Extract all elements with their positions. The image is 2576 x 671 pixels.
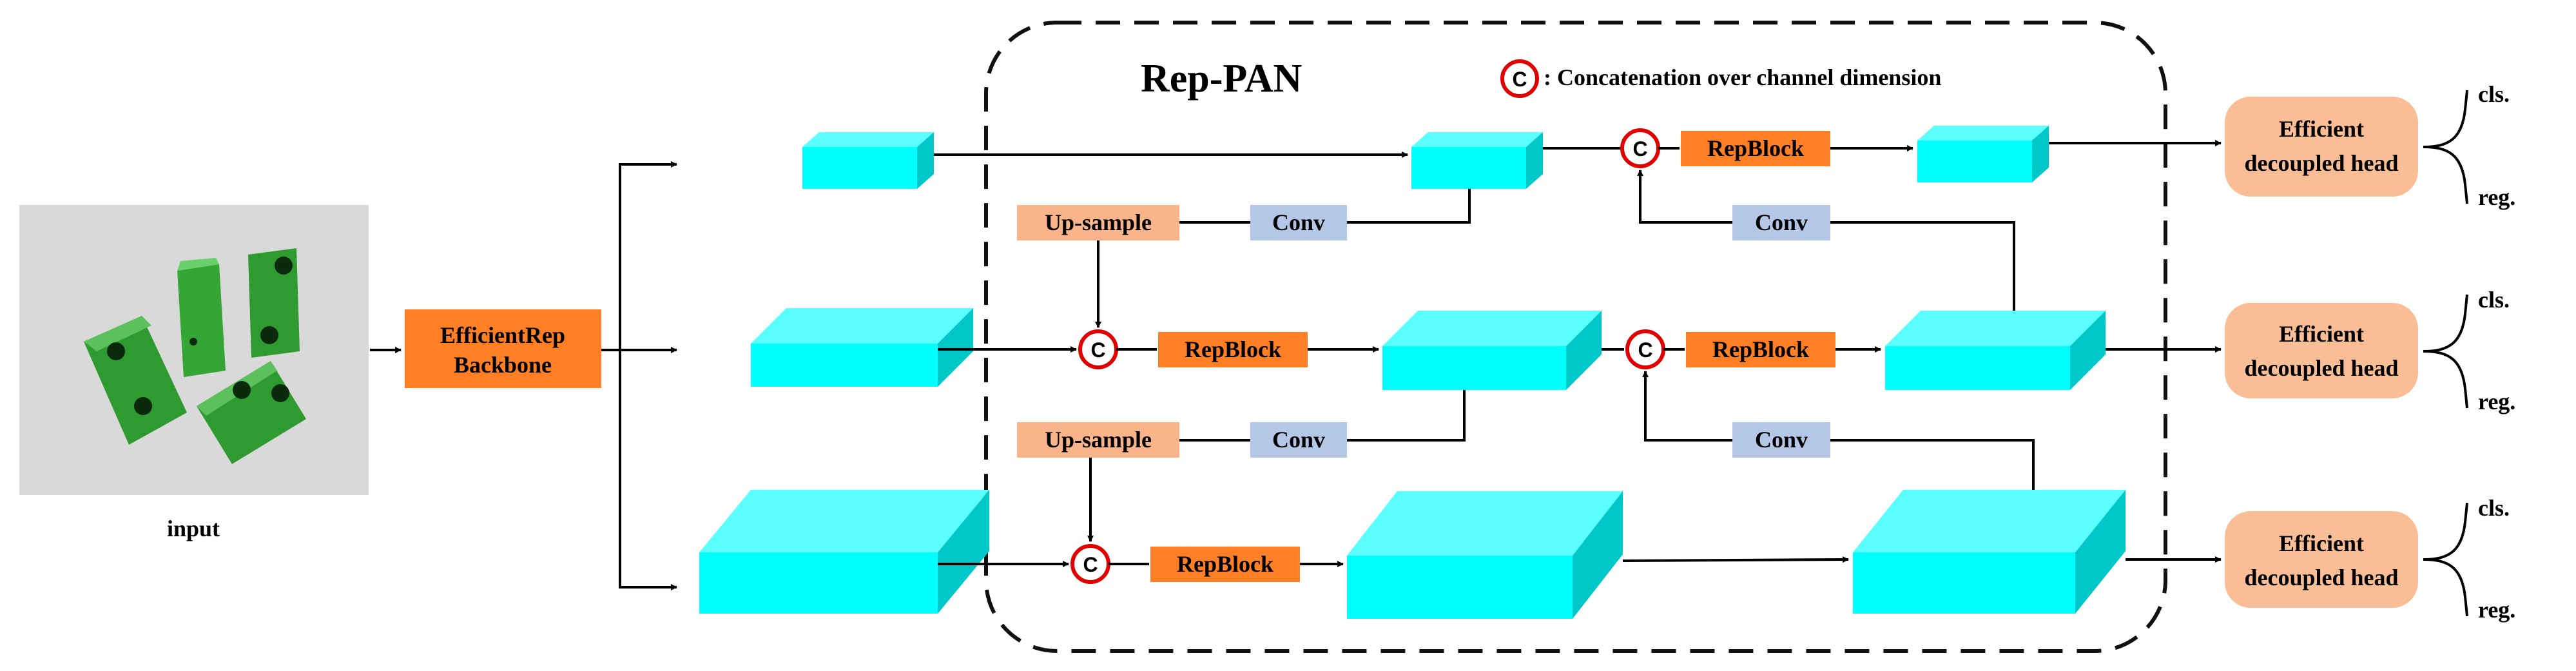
conv-downsample-p4-label: Conv — [1755, 427, 1808, 452]
feature-map-p3-out — [1917, 126, 2049, 182]
conv-downsample-p4: Conv — [1732, 422, 1830, 458]
brace-p3 — [2423, 90, 2468, 204]
feature-map-p4-mid — [1382, 311, 1602, 390]
upsample-p4-label: Up-sample — [1045, 209, 1152, 235]
head-p5-line2: decoupled head — [2244, 565, 2398, 590]
feature-map-c4 — [751, 308, 973, 387]
conv-reduce-p4: Conv — [1250, 205, 1347, 240]
head-p4-line1: Efficient — [2279, 321, 2364, 347]
decoupled-head-p5: Efficient decoupled head — [2225, 511, 2418, 608]
feature-map-p5-out — [1853, 490, 2126, 614]
concat-node-p5-label: C — [1083, 553, 1098, 576]
repblock-p4-out: RepBlock — [1686, 332, 1835, 367]
concat-legend: C : Concatenation over channel dimension — [1500, 59, 1941, 98]
feature-map-p5-mid — [1347, 491, 1623, 619]
conv-downsample-p3: Conv — [1732, 205, 1830, 240]
rep-pan-title: Rep-PAN — [1141, 57, 1302, 101]
conv-downsample-p3-label: Conv — [1755, 209, 1808, 235]
input-label: input — [167, 516, 220, 541]
head-p4-line2: decoupled head — [2244, 355, 2398, 381]
upsample-p4: Up-sample — [1017, 205, 1179, 240]
concat-node-p3: C — [1620, 128, 1660, 168]
conv-reduce-p3-label: Conv — [1272, 427, 1325, 452]
conv-reduce-p3: Conv — [1250, 422, 1347, 458]
decoupled-head-p3: Efficient decoupled head — [2225, 97, 2418, 197]
cls-label-p4: cls. — [2478, 287, 2510, 313]
repblock-p4-out-label: RepBlock — [1712, 336, 1809, 362]
repblock-p5-label: RepBlock — [1177, 551, 1273, 577]
efficientrep-backbone: EfficientRep Backbone — [405, 309, 601, 388]
reg-label-p3: reg. — [2478, 184, 2515, 210]
head-p5-line1: Efficient — [2279, 530, 2364, 556]
green-block-2 — [177, 264, 226, 377]
concat-node-p4-td: C — [1078, 329, 1118, 369]
concat-node-p4-bu-label: C — [1638, 338, 1652, 362]
concat-node-p4-td-label: C — [1090, 338, 1105, 362]
concat-legend-text: : Concatenation over channel dimension — [1544, 64, 1941, 90]
concat-node-p4-bu: C — [1625, 329, 1665, 369]
concat-node-p3-label: C — [1632, 137, 1647, 160]
upsample-p3: Up-sample — [1017, 422, 1179, 458]
feature-map-c5 — [699, 490, 989, 614]
head-p3-line1: Efficient — [2279, 116, 2364, 142]
concat-legend-icon — [1500, 59, 1539, 98]
green-block-3 — [248, 248, 300, 358]
cls-label-p5: cls. — [2478, 495, 2510, 521]
repblock-p3-out-label: RepBlock — [1707, 135, 1804, 161]
cls-label-p3: cls. — [2478, 81, 2510, 107]
decoupled-head-p4: Efficient decoupled head — [2225, 303, 2418, 398]
repblock-p4-td-label: RepBlock — [1185, 336, 1281, 362]
feature-map-p4-out — [1885, 311, 2106, 390]
head-p3-line2: decoupled head — [2244, 150, 2398, 176]
rep-pan-dashed-region — [984, 21, 2167, 653]
feature-map-p3-in — [1411, 132, 1543, 189]
backbone-line1: EfficientRep — [440, 322, 565, 348]
brace-p4 — [2423, 294, 2468, 409]
repblock-p4-td: RepBlock — [1158, 332, 1308, 367]
feature-map-c3 — [802, 132, 934, 189]
concat-node-p5: C — [1070, 544, 1110, 584]
brace-p5 — [2423, 502, 2468, 617]
upsample-p3-label: Up-sample — [1045, 427, 1152, 452]
concat-legend-symbol: C — [1512, 68, 1527, 91]
reg-label-p5: reg. — [2478, 597, 2515, 623]
reg-label-p4: reg. — [2478, 389, 2515, 414]
input-image — [19, 205, 369, 495]
repblock-p5: RepBlock — [1150, 547, 1300, 582]
conv-reduce-p4-label: Conv — [1272, 209, 1325, 235]
backbone-line2: Backbone — [454, 352, 552, 378]
repblock-p3-out: RepBlock — [1681, 131, 1830, 166]
